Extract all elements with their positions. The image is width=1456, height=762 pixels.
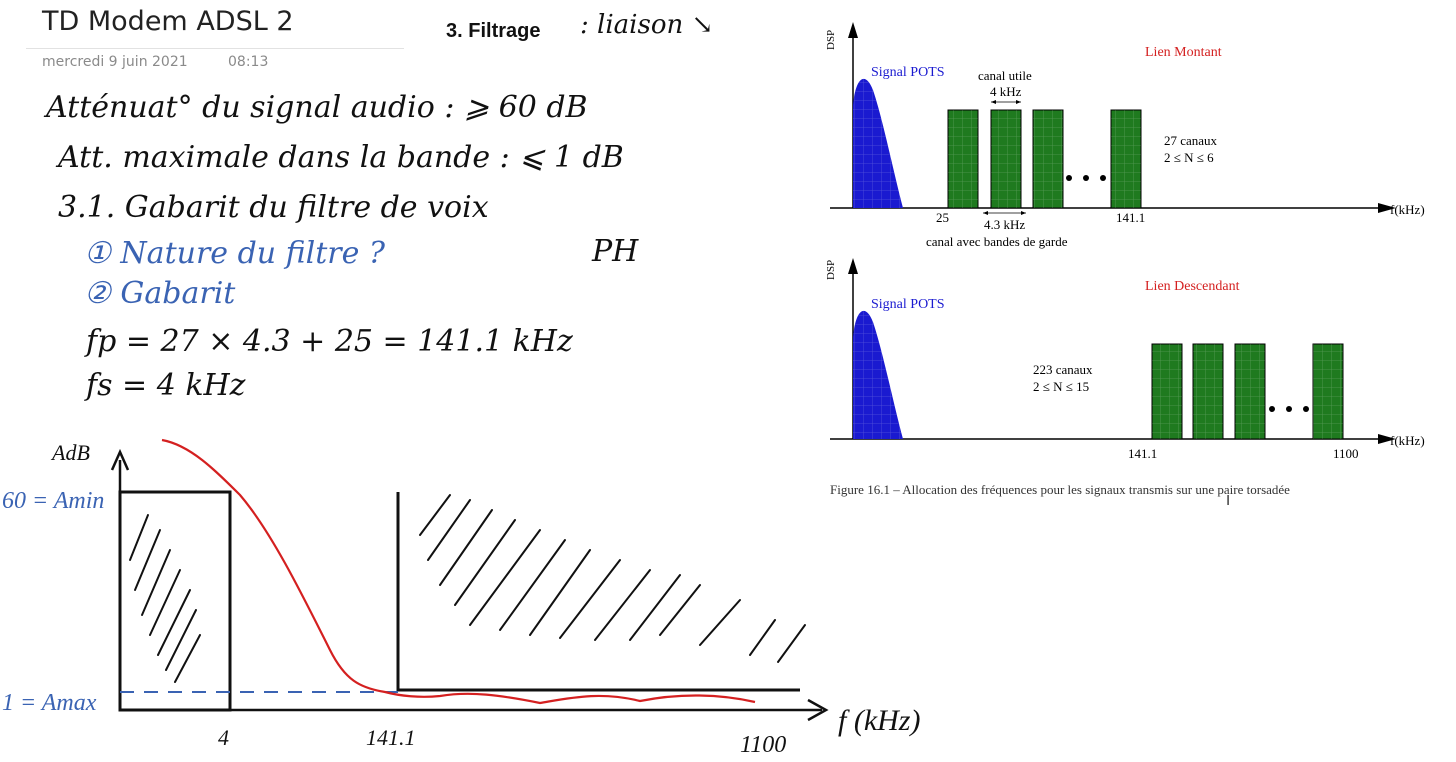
downlink-title: Lien Descendant — [1145, 279, 1240, 294]
downlink-x-arrow — [1378, 434, 1396, 444]
sketch-tick-4: 4 — [218, 725, 229, 750]
downlink-spectrum-diagram: DSP Signal POTS 141.1 1100 Lien Descenda… — [825, 258, 1425, 461]
uplink-ellipsis — [1066, 175, 1106, 181]
stopband-hatching — [419, 494, 806, 663]
useful-channel-label: canal utile — [978, 68, 1032, 83]
passband-template-box — [118, 490, 232, 712]
figure-caption: Figure 16.1 – Allocation des fréquences … — [830, 482, 1290, 497]
downlink-channels — [1151, 343, 1344, 440]
handwritten-fp-formula: fp = 27 × 4.3 + 25 = 141.1 kHz — [86, 324, 573, 359]
handwritten-line-max-attenuation: Att. maximale dans la bande : ⩽ 1 dB — [58, 140, 624, 175]
downlink-tick-141: 141.1 — [1128, 446, 1157, 461]
text-cursor-icon: I — [1226, 492, 1231, 509]
sketch-y-label: AdB — [50, 440, 90, 465]
handwritten-note-top: : liaison ↘ — [580, 10, 714, 40]
uplink-channel-count: 27 canaux — [1164, 133, 1218, 148]
downlink-y-arrow — [848, 258, 858, 274]
uplink-spectrum-diagram: DSP Signal POTS canal utile 4 kHz 4.3 kH… — [825, 22, 1425, 249]
sketch-y-arrow — [110, 448, 130, 471]
sketch-tick-141: 141.1 — [366, 725, 416, 750]
filter-template-sketch: AdB 60 = Amin 1 = Amax f (kHz) 4 141.1 1… — [2, 438, 920, 758]
uplink-title: Lien Montant — [1145, 45, 1222, 60]
handwritten-fs-formula: fs = 4 kHz — [86, 368, 246, 403]
guard-band-label: canal avec bandes de garde — [926, 234, 1068, 249]
useful-channel-width: 4 kHz — [990, 84, 1022, 99]
handwritten-question-template: ② Gabarit — [84, 276, 236, 311]
sketch-x-label: f (kHz) — [838, 704, 920, 737]
uplink-x-label: f(kHz) — [1390, 202, 1425, 217]
uplink-y-label: DSP — [825, 30, 837, 50]
passband-hatching — [129, 514, 201, 683]
uplink-y-arrow — [848, 22, 858, 38]
uplink-n-range: 2 ≤ N ≤ 6 — [1164, 150, 1214, 165]
title-divider — [26, 48, 404, 49]
downlink-ellipsis — [1269, 406, 1309, 412]
downlink-channel-count: 223 canaux — [1033, 362, 1093, 377]
page-title: TD Modem ADSL 2 — [42, 6, 294, 37]
downlink-x-label: f(kHz) — [1390, 433, 1425, 448]
spacing-label: 4.3 kHz — [984, 217, 1025, 232]
downlink-tick-1100: 1100 — [1333, 446, 1359, 461]
uplink-pots-label: Signal POTS — [871, 65, 945, 80]
uplink-tick-141: 141.1 — [1116, 210, 1145, 225]
filter-response-curve — [161, 438, 756, 705]
downlink-n-range: 2 ≤ N ≤ 15 — [1033, 379, 1089, 394]
uplink-channels — [947, 109, 1142, 209]
handwritten-answer-ph: PH — [592, 234, 639, 269]
section-heading: 3. Filtrage — [446, 20, 541, 42]
sketch-x-arrow — [807, 698, 829, 722]
handwritten-line-attenuation: Atténuat° du signal audio : ⩾ 60 dB — [46, 90, 588, 125]
note-date: mercredi 9 juin 2021 — [42, 54, 188, 70]
downlink-y-label: DSP — [825, 260, 837, 280]
sketch-amax-label: 1 = Amax — [2, 690, 97, 716]
note-time: 08:13 — [228, 54, 269, 70]
uplink-tick-25: 25 — [936, 210, 949, 225]
uplink-x-arrow — [1378, 203, 1396, 213]
stopband-template — [396, 492, 800, 692]
downlink-pots-label: Signal POTS — [871, 297, 945, 312]
sketch-tick-1100: 1100 — [740, 732, 786, 758]
handwritten-question-nature: ① Nature du filtre ? — [84, 236, 386, 271]
sketch-amin-label: 60 = Amin — [2, 488, 104, 514]
handwritten-line-template: 3.1. Gabarit du filtre de voix — [58, 190, 489, 225]
